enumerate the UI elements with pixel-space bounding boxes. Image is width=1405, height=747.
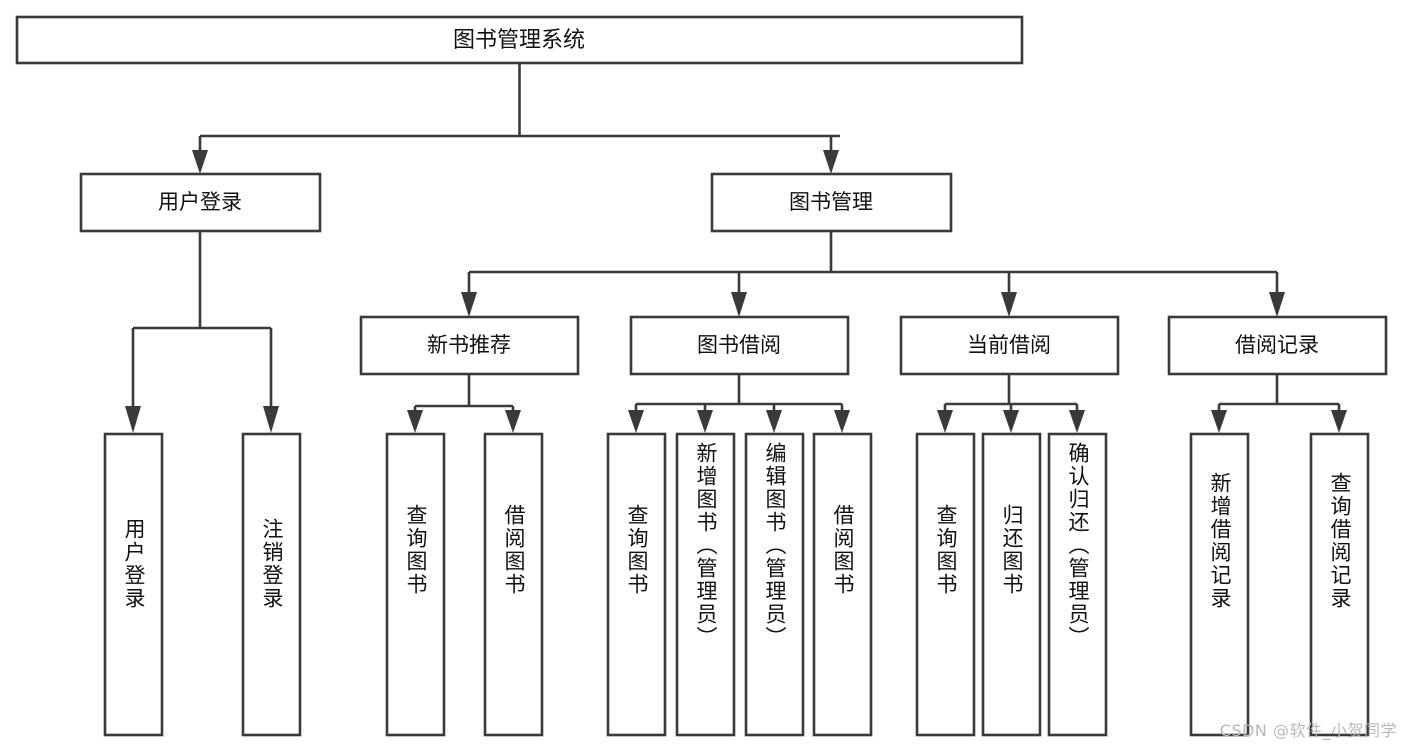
node-book-manage-box[interactable] [710,172,953,233]
arrow-head-br-leaf-2 [1331,410,1347,433]
arrow-head-bb-leaf-2 [697,410,713,433]
node-borrow-record-label: 借阅记录 [1235,333,1319,357]
node-root-label: 图书管理系统 [453,28,585,53]
arrow-head-nbr-leaf-2 [505,410,521,433]
node-user-login[interactable]: 用户登录 [79,172,322,233]
leaf-box-bb-query-book[interactable] [606,432,667,737]
connector-group-book-borrow [628,374,850,433]
leaf-boxes-book-borrow [606,432,873,737]
connector-group-borrow-record [1211,374,1347,433]
node-root-box[interactable] [15,15,1024,65]
arrow-head-cb-leaf-3 [1069,410,1085,433]
node-current-borrow-box[interactable] [899,315,1120,376]
leaf-box-cb-confirm-return[interactable] [1047,432,1108,737]
leaf-box-nbr-query-book[interactable] [385,432,446,737]
connector-group-current-borrow [937,374,1085,433]
arrow-head-nbr-leaf-1 [407,410,423,433]
node-new-book-recommend-box[interactable] [359,315,580,376]
arrow-head-book-manage [823,150,839,174]
arrow-head-bb-leaf-3 [766,410,782,433]
node-book-manage[interactable]: 图书管理 [710,172,953,233]
node-book-borrow-label: 图书借阅 [697,333,781,357]
arrow-head-cb-leaf-1 [937,410,953,433]
arrow-head-bb-leaf-4 [834,410,850,433]
arrow-head-leaf-user-login [125,406,141,433]
connector-group-new-book-recommend [407,374,521,433]
connector-group-user-login [125,231,279,433]
node-new-book-recommend-label: 新书推荐 [427,333,511,357]
leaf-boxes-current-borrow [915,432,1108,737]
arrow-head-leaf-logout [263,406,279,433]
arrow-head-user-login [192,150,208,174]
leaf-box-bb-add-book[interactable] [675,432,736,737]
leaf-box-nbr-borrow-book[interactable] [483,432,544,737]
node-user-login-label: 用户登录 [158,190,242,214]
leaf-box-br-add-record[interactable] [1189,432,1250,737]
leaf-box-logout[interactable] [241,432,302,737]
arrow-head-bb-leaf-1 [628,410,644,433]
leaf-box-bb-edit-book[interactable] [744,432,805,737]
csdn-watermark: CSDN @软件_小贺同学 [1219,721,1397,740]
node-current-borrow-label: 当前借阅 [967,333,1051,357]
arrow-head-br-leaf-1 [1211,410,1227,433]
connector-group-book-manage [461,231,1285,317]
arrow-head-book-borrow [731,292,747,317]
node-user-login-box[interactable] [79,172,322,233]
leaf-box-cb-query-book[interactable] [915,432,976,737]
node-book-manage-label: 图书管理 [789,190,873,214]
node-book-borrow[interactable]: 图书借阅 [629,315,850,376]
arrow-head-borrow-record [1269,292,1285,317]
leaf-box-br-query-record[interactable] [1309,432,1370,737]
connector-group-root [192,63,840,174]
leaf-box-user-login[interactable] [103,432,164,737]
leaf-boxes-new-book-recommend [385,432,544,737]
arrow-head-new-book-recommend [461,292,477,317]
node-current-borrow[interactable]: 当前借阅 [899,315,1120,376]
leaf-boxes-user-login [103,432,302,737]
leaf-box-bb-borrow-book[interactable] [812,432,873,737]
node-borrow-record-box[interactable] [1167,315,1388,376]
node-root[interactable]: 图书管理系统 [15,15,1024,65]
arrow-head-cb-leaf-2 [1003,410,1019,433]
arrow-head-current-borrow [1001,292,1017,317]
leaf-box-cb-return-book[interactable] [981,432,1042,737]
node-borrow-record[interactable]: 借阅记录 [1167,315,1388,376]
node-book-borrow-box[interactable] [629,315,850,376]
leaf-boxes-borrow-record [1189,432,1370,737]
node-new-book-recommend[interactable]: 新书推荐 [359,315,580,376]
